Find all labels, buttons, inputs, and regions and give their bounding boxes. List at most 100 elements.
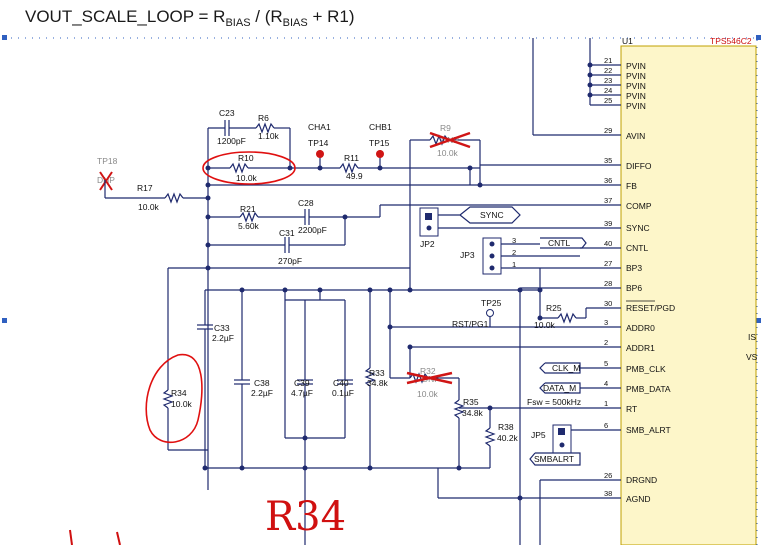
svg-text:36: 36 (604, 176, 612, 185)
svg-text:DRGND: DRGND (626, 475, 657, 485)
markup: R34 (69, 151, 346, 545)
svg-text:FB: FB (626, 181, 637, 191)
svg-text:5.60k: 5.60k (238, 221, 260, 231)
testpoints: TP18 DNP CHA1 TP14 CHB1 TP15 TP25 RST/PG… (97, 122, 502, 329)
svg-text:SYNC: SYNC (626, 223, 650, 233)
svg-text:R33: R33 (369, 368, 385, 378)
svg-text:40.2k: 40.2k (497, 433, 519, 443)
svg-text:1200pF: 1200pF (217, 136, 246, 146)
svg-text:2: 2 (512, 248, 516, 257)
tp18-label: TP18 (97, 156, 118, 166)
svg-text:10.0k: 10.0k (171, 399, 193, 409)
svg-text:PVIN: PVIN (626, 101, 646, 111)
svg-text:C31: C31 (279, 228, 295, 238)
svg-text:3: 3 (512, 236, 516, 245)
cha1-label: CHA1 (308, 122, 331, 132)
svg-text:4: 4 (604, 379, 608, 388)
pin-smb-alrt: 6 SMB_ALRT (570, 421, 671, 435)
svg-text:3: 3 (604, 318, 608, 327)
svg-text:AGND: AGND (626, 494, 651, 504)
svg-text:1: 1 (512, 260, 516, 269)
svg-text:PVIN: PVIN (626, 61, 646, 71)
sheet-border (2, 35, 765, 545)
svg-text:R11: R11 (344, 153, 359, 163)
svg-text:R17: R17 (137, 183, 153, 193)
svg-text:C33: C33 (214, 323, 230, 333)
svg-text:24: 24 (604, 86, 612, 95)
svg-text:BP6: BP6 (626, 283, 642, 293)
svg-text:1: 1 (604, 399, 608, 408)
svg-text:23: 23 (604, 76, 612, 85)
svg-text:5: 5 (604, 359, 608, 368)
fsw-label: Fsw = 500kHz (527, 397, 581, 407)
jp3-label: JP3 (460, 250, 475, 260)
svg-text:27: 27 (604, 259, 612, 268)
sync-net-label: SYNC (480, 210, 504, 220)
svg-text:21: 21 (604, 56, 612, 65)
svg-text:2.2µF: 2.2µF (251, 388, 273, 398)
svg-text:270pF: 270pF (278, 256, 302, 266)
svg-text:R6: R6 (258, 113, 269, 123)
svg-text:10.0k: 10.0k (417, 389, 439, 399)
svg-text:34.8k: 34.8k (367, 378, 389, 388)
svg-text:10.0k: 10.0k (138, 202, 160, 212)
svg-text:29: 29 (604, 126, 612, 135)
svg-text:4.7µF: 4.7µF (291, 388, 313, 398)
pvin-bus (532, 38, 593, 135)
cntl-net-label: CNTL (548, 238, 570, 248)
svg-text:CNTL: CNTL (626, 243, 648, 253)
svg-text:39: 39 (604, 219, 612, 228)
svg-text:PMB_CLK: PMB_CLK (626, 364, 666, 374)
r34-highlight-circle (145, 353, 203, 444)
svg-text:0.1µF: 0.1µF (332, 388, 354, 398)
svg-text:10.0k: 10.0k (236, 173, 258, 183)
svg-text:35: 35 (604, 156, 612, 165)
svg-text:26: 26 (604, 471, 612, 480)
svg-text:ADDR1: ADDR1 (626, 343, 655, 353)
tp25-label: TP25 (481, 298, 502, 308)
svg-text:ADDR0: ADDR0 (626, 323, 655, 333)
ic-right-label-vs: VS (746, 352, 758, 362)
data-m-net-label: DATA_M (543, 383, 576, 393)
svg-text:C28: C28 (298, 198, 314, 208)
svg-text:28: 28 (604, 279, 612, 288)
svg-text:AVIN: AVIN (626, 131, 645, 141)
jp5-label: JP5 (531, 430, 546, 440)
svg-text:PMB_DATA: PMB_DATA (626, 384, 671, 394)
svg-text:R32: R32 (420, 366, 436, 376)
tp14-label: TP14 (308, 138, 329, 148)
pin-sync: 39 SYNC (512, 219, 650, 233)
svg-text:2.2µF: 2.2µF (212, 333, 234, 343)
svg-text:SMB_ALRT: SMB_ALRT (626, 425, 671, 435)
ic-ref-label: U1 (622, 36, 633, 46)
svg-text:R38: R38 (498, 422, 514, 432)
svg-text:38: 38 (604, 489, 612, 498)
vout-scale-loop-equation: VOUT_SCALE_LOOP = RBIAS / (RBIAS + R1) (25, 7, 355, 29)
svg-text:R25: R25 (546, 303, 562, 313)
lower-network (162, 265, 587, 545)
ic-right-label-is: IS (748, 332, 756, 342)
svg-text:PVIN: PVIN (626, 81, 646, 91)
chb1-label: CHB1 (369, 122, 392, 132)
pin-bp6: 28 BP6 (520, 279, 642, 293)
ic-u1: U1 TPS546C2 IS VS (620, 36, 758, 545)
svg-text:6: 6 (604, 421, 608, 430)
svg-text:10.0k: 10.0k (534, 320, 556, 330)
svg-text:R21: R21 (240, 204, 256, 214)
rst-pg1-label: RST/PG1 (452, 319, 489, 329)
jp2-label: JP2 (420, 239, 435, 249)
